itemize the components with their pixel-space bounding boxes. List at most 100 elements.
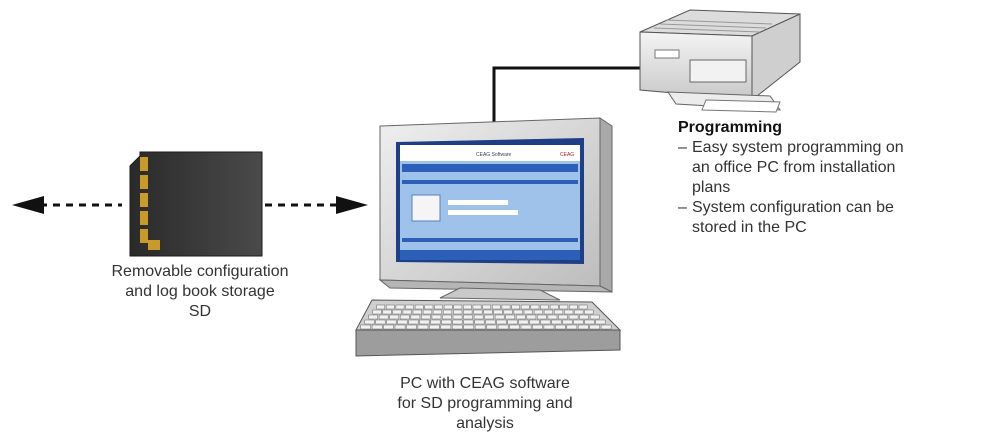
keyboard-key — [507, 319, 518, 325]
keyboard-key — [562, 319, 573, 325]
keyboard-key — [431, 314, 442, 320]
keyboard-key — [414, 304, 424, 310]
keyboard-key — [392, 309, 402, 315]
printer-icon — [639, 9, 801, 113]
keyboard-key — [394, 324, 406, 330]
keyboard-key — [441, 319, 452, 325]
keyboard-key — [386, 319, 397, 325]
keyboard-key — [463, 304, 472, 310]
item-dash: – — [678, 199, 687, 216]
arrow-right-icon — [265, 196, 368, 214]
keyboard-key — [564, 309, 574, 315]
item-2-line-2: stored in the PC — [692, 219, 807, 236]
keyboard-key — [474, 324, 486, 330]
keyboard-key — [540, 304, 549, 310]
programming-item-2: – System configuration can be stored in … — [678, 198, 978, 238]
keyboard-key — [463, 324, 475, 330]
keyboard-key — [422, 309, 433, 315]
keyboard-key — [543, 324, 555, 330]
keyboard-key — [440, 324, 452, 330]
sd-label-line-3: SD — [188, 303, 212, 320]
keyboard-key — [569, 304, 578, 310]
keyboard-key — [509, 324, 520, 330]
keyboard-key — [412, 309, 422, 315]
keyboard-key — [382, 309, 392, 315]
keyboard-key — [503, 309, 513, 315]
keyboard-key — [491, 304, 501, 310]
pc-label-line-1: PC with CEAG software — [400, 375, 570, 392]
keyboard-key — [442, 314, 452, 320]
keyboard-key — [532, 324, 543, 330]
keyboard-key — [494, 314, 505, 320]
keyboard-key — [372, 309, 382, 315]
keyboard-key — [385, 304, 395, 310]
keyboard-key — [485, 319, 496, 325]
keyboard-key — [551, 319, 562, 325]
programming-item-1: – Easy system programming on an office P… — [678, 138, 978, 198]
item-1-line-3: plans — [692, 179, 731, 196]
keyboard-key — [584, 319, 595, 325]
keyboard-key — [463, 314, 473, 320]
item-1-line-2: an office PC from installation — [692, 159, 896, 176]
keyboard-key — [566, 324, 578, 330]
keyboard-key — [505, 314, 516, 320]
keyboard-key — [463, 319, 474, 325]
keyboard-key — [518, 319, 529, 325]
keyboard-key — [589, 314, 600, 320]
keyboard-key — [600, 324, 612, 330]
keyboard-key — [530, 304, 540, 310]
item-2-line-1: System configuration can be — [692, 199, 894, 216]
keyboard-key — [574, 309, 584, 315]
keyboard-key — [397, 319, 408, 325]
keyboard-key — [484, 314, 494, 320]
keyboard-key — [452, 314, 463, 320]
connection-line — [492, 66, 660, 128]
keyboard-key — [443, 304, 453, 310]
item-1-line-1: Easy system programming on — [692, 139, 904, 156]
keyboard-key — [364, 319, 375, 325]
keyboard-key — [511, 304, 520, 310]
keyboard-key — [360, 324, 371, 330]
keyboard-key — [584, 309, 594, 315]
keyboard-key — [395, 304, 405, 310]
keyboard-key — [473, 314, 484, 320]
keyboard-key — [417, 324, 429, 330]
keyboard-key — [442, 309, 453, 315]
keyboard-key — [553, 309, 564, 315]
keyboard-key — [368, 314, 378, 320]
keyboard-key — [529, 319, 540, 325]
keyboard-key — [383, 324, 394, 330]
keyboard-key — [526, 314, 537, 320]
pc-label-line-3: analysis — [456, 415, 514, 432]
keyboard-key — [389, 314, 400, 320]
keyboard-key — [558, 314, 568, 320]
keyboard-key — [434, 304, 443, 310]
keyboard-key — [555, 324, 566, 330]
pc-monitor-icon — [378, 117, 613, 301]
keyboard-key — [568, 314, 579, 320]
keyboard-key — [408, 319, 419, 325]
keyboard-key — [463, 309, 473, 315]
keyboard-key — [595, 319, 606, 325]
keyboard-key — [376, 304, 386, 310]
keyboard-key — [405, 304, 414, 310]
keyboard-key — [577, 324, 589, 330]
keyboard-key — [559, 304, 569, 310]
keyboard-key — [537, 314, 547, 320]
keyboard-key — [402, 309, 412, 315]
keyboard-key — [523, 309, 533, 315]
keyboard-key — [515, 314, 526, 320]
keyboard-key — [578, 304, 588, 310]
keyboard-key — [378, 314, 389, 320]
keyboard-key — [579, 314, 589, 320]
item-text: Easy system programming on an office PC … — [692, 138, 978, 198]
keyboard-key — [501, 304, 511, 310]
programming-panel: Programming – Easy system programming on… — [678, 118, 978, 238]
arrow-left-icon — [12, 196, 122, 214]
keyboard-key — [432, 309, 443, 315]
keyboard-key — [406, 324, 417, 330]
keyboard-key — [533, 309, 544, 315]
keyboard-key — [483, 309, 493, 315]
keyboard-key — [375, 319, 386, 325]
keyboard-icon — [355, 299, 622, 357]
